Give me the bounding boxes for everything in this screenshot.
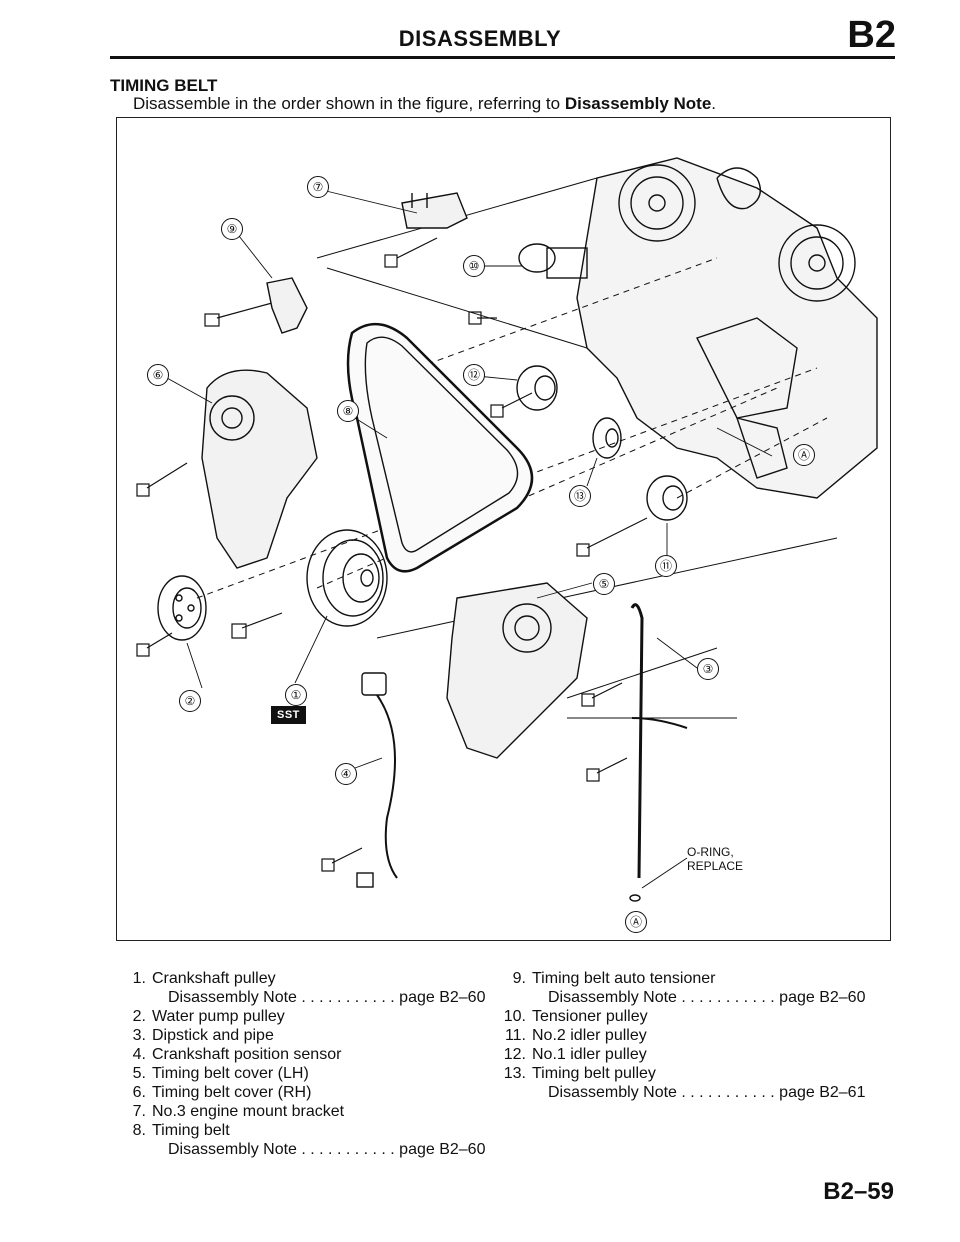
part-number: 4. [132, 1046, 146, 1063]
part-name: Timing belt pulley [532, 1065, 656, 1082]
callout-12: ⑫ [463, 364, 485, 386]
parts-list-item: 9. Timing belt auto tensioner [500, 969, 900, 988]
crankshaft-position-sensor-shape [356, 672, 398, 888]
callout-6: ⑥ [147, 364, 169, 386]
parts-list-item: 10. Tensioner pulley [500, 1007, 900, 1026]
exploded-view-drawing [136, 157, 878, 902]
timing-belt-cover-lh-shape [446, 582, 588, 759]
engine-mount-bracket-shape [401, 192, 468, 229]
parts-list-item: 5. Timing belt cover (LH) [120, 1064, 520, 1083]
callout-13: ⑬ [569, 485, 591, 507]
parts-list-item: 2. Water pump pulley [120, 1007, 520, 1026]
part-name: Dipstick and pipe [152, 1027, 274, 1044]
part-number: 6. [132, 1084, 146, 1101]
part-number: 3. [132, 1027, 146, 1044]
sst-label: SST [271, 706, 306, 724]
callout-10: ⑩ [463, 255, 485, 277]
callout-7: ⑦ [307, 176, 329, 198]
parts-list-item: 12. No.1 idler pulley [500, 1045, 900, 1064]
oring-note: O-RING, REPLACE [687, 845, 743, 873]
part-number: 12. [503, 1046, 526, 1063]
part-number: 13. [503, 1065, 526, 1082]
callout-4: ④ [335, 763, 357, 785]
no2-idler-pulley-shape [646, 475, 688, 521]
callout-8: ⑧ [337, 400, 359, 422]
no1-idler-pulley-shape [516, 365, 558, 411]
oring-note-line1: O-RING, [687, 845, 734, 859]
part-name: No.2 idler pulley [532, 1027, 647, 1044]
part-number: 10. [503, 1008, 526, 1025]
callout-1: ① [285, 684, 307, 706]
tensioner-pulley-shape [518, 243, 588, 279]
parts-list-item: 1. Crankshaft pulley [120, 969, 520, 988]
marker-a-bottom: Ⓐ [625, 911, 647, 933]
bolt-shapes [136, 237, 648, 872]
section-title: TIMING BELT [110, 76, 218, 95]
water-pump-pulley-shape [157, 575, 207, 641]
part-name: Timing belt cover (RH) [152, 1084, 312, 1101]
section-intro: Disassemble in the order shown in the fi… [133, 94, 716, 114]
disassembly-note-ref: Disassembly Note . . . . . . . . . . . p… [168, 1141, 486, 1158]
engine-block-shape [576, 157, 878, 499]
part-number: 5. [132, 1065, 146, 1082]
timing-belt-shape [346, 322, 534, 573]
marker-a-top: Ⓐ [793, 444, 815, 466]
part-number: 7. [132, 1103, 146, 1120]
parts-list-item: 4. Crankshaft position sensor [120, 1045, 520, 1064]
header-rule [110, 56, 895, 59]
part-name: Timing belt auto tensioner [532, 970, 716, 987]
part-number: 9. [512, 970, 526, 987]
part-name: Crankshaft position sensor [152, 1046, 342, 1063]
part-number: 11. [504, 1027, 526, 1044]
intro-text: Disassemble in the order shown in the fi… [133, 94, 561, 113]
parts-list-item: 8. Timing belt [120, 1121, 520, 1140]
callout-9: ⑨ [221, 218, 243, 240]
crankshaft-pulley-shape [306, 529, 388, 627]
part-number: 1. [132, 970, 146, 987]
callout-5: ⑤ [593, 573, 615, 595]
part-name: Water pump pulley [152, 1008, 285, 1025]
intro-reference: Disassembly Note [564, 94, 712, 113]
part-name: No.1 idler pulley [532, 1046, 647, 1063]
oring-note-line2: REPLACE [687, 859, 744, 873]
parts-list-item: 3. Dipstick and pipe [120, 1026, 520, 1045]
callout-3: ③ [697, 658, 719, 680]
disassembly-note-ref: Disassembly Note . . . . . . . . . . . p… [548, 1084, 866, 1101]
page-number: B2–59 [823, 1178, 894, 1205]
part-name: Timing belt cover (LH) [152, 1065, 309, 1082]
disassembly-note-ref: Disassembly Note . . . . . . . . . . . p… [168, 989, 486, 1006]
parts-list-item: 6. Timing belt cover (RH) [120, 1083, 520, 1102]
timing-belt-pulley-shape [592, 417, 622, 459]
parts-list-item: 7. No.3 engine mount bracket [120, 1102, 520, 1121]
parts-list-item: 13. Timing belt pulley [500, 1064, 900, 1083]
part-name: No.3 engine mount bracket [152, 1103, 345, 1120]
part-name: Timing belt [152, 1122, 230, 1139]
disassembly-note-ref: Disassembly Note . . . . . . . . . . . p… [548, 989, 866, 1006]
part-name: Tensioner pulley [532, 1008, 648, 1025]
page-header-title: DISASSEMBLY [398, 26, 562, 51]
intro-end: . [711, 94, 717, 113]
exploded-view-figure: ① ② ③ ④ ⑤ ⑥ ⑦ ⑧ ⑨ ⑩ ⑪ ⑫ ⑬ Ⓐ Ⓐ SST O-RING… [116, 117, 891, 941]
section-code: B2 [847, 14, 896, 56]
callout-11: ⑪ [655, 555, 677, 577]
parts-list-item: 11. No.2 idler pulley [500, 1026, 900, 1045]
timing-belt-cover-rh-shape [201, 369, 318, 569]
dipstick-pipe-shape [629, 603, 688, 902]
part-number: 8. [132, 1122, 146, 1139]
callout-2: ② [179, 690, 201, 712]
auto-tensioner-shape [266, 277, 308, 334]
part-name: Crankshaft pulley [152, 970, 276, 987]
part-number: 2. [132, 1008, 146, 1025]
